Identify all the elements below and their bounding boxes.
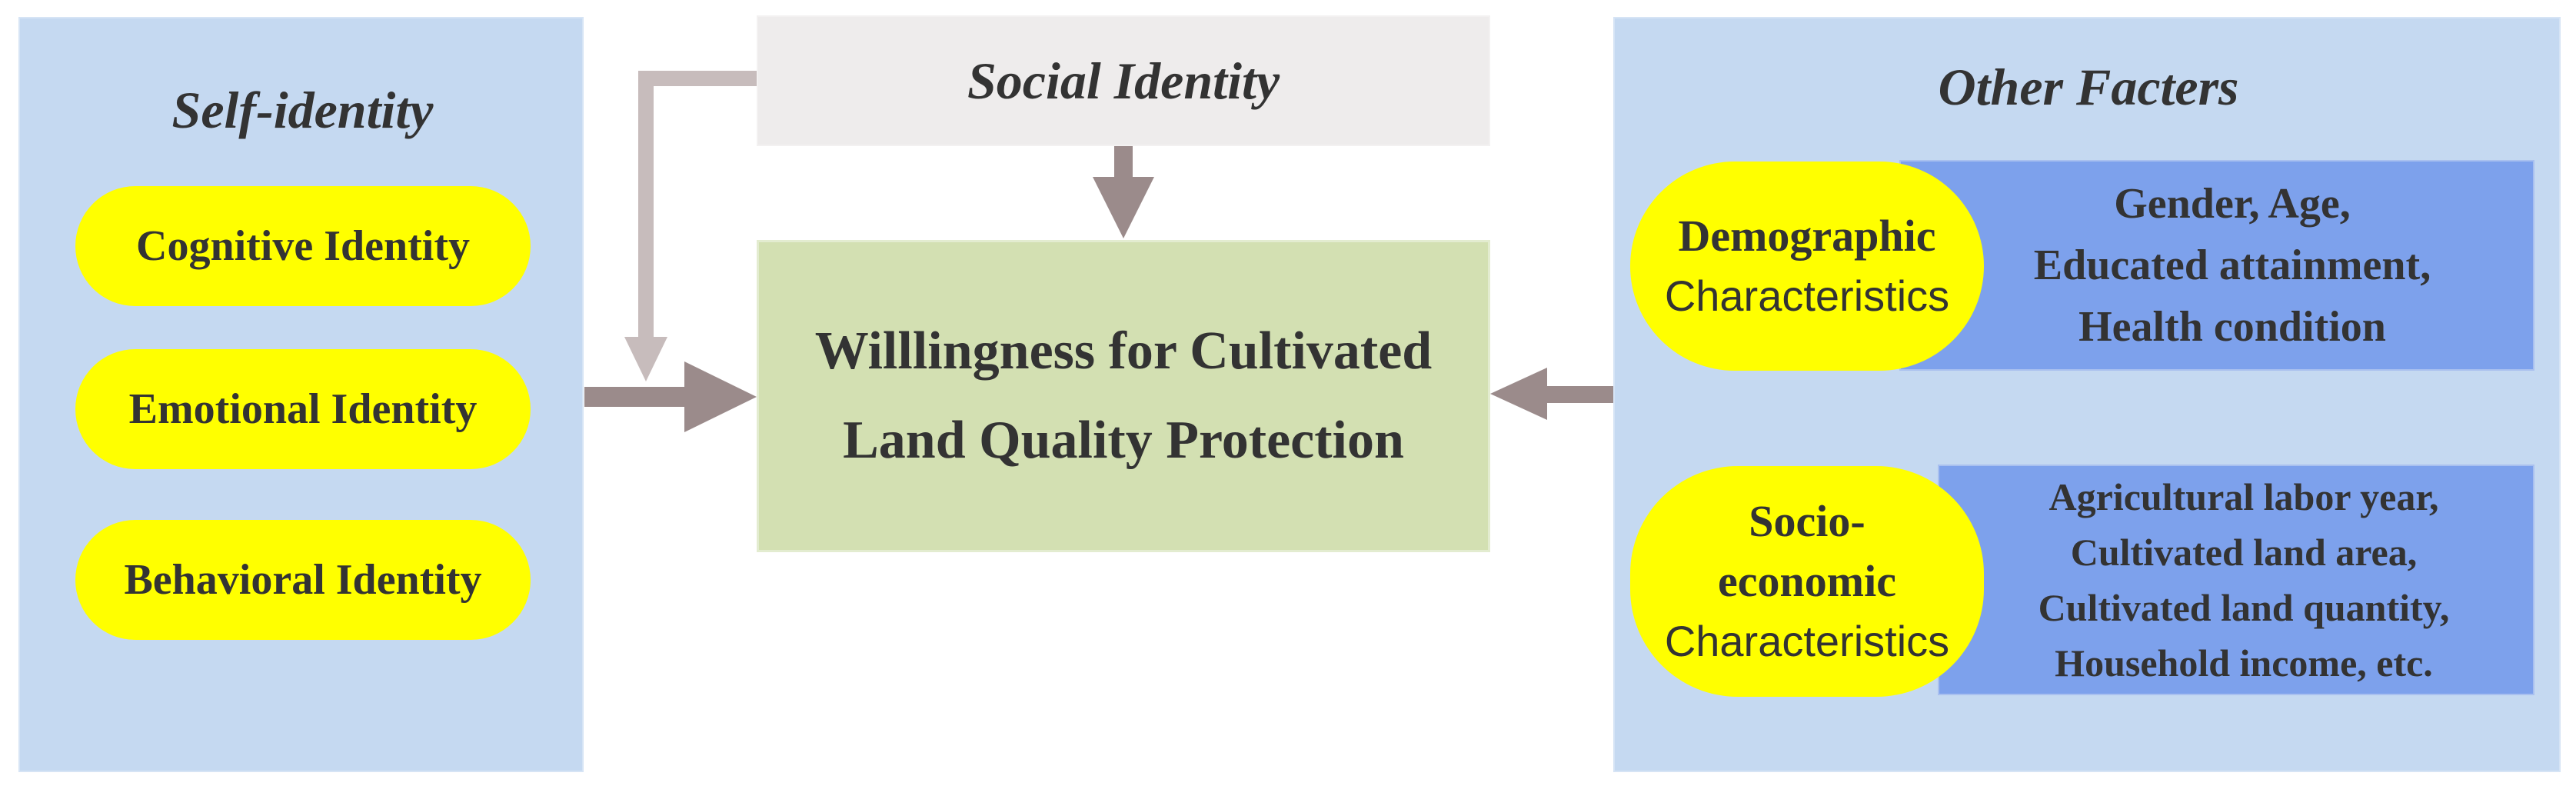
other-factors-title: Other Facters: [1938, 58, 2239, 116]
social-down-arrowhead: [1093, 177, 1154, 238]
social-to-left-connector: [638, 71, 757, 338]
social-identity-title: Social Identity: [967, 51, 1280, 110]
demographic-details-box: Gender, Age, Educated attainment, Health…: [1899, 160, 2534, 371]
outcome-box: Willlingness for Cultivated Land Quality…: [757, 240, 1490, 552]
demographic-characteristics-pill: Demographic Characteristics: [1630, 162, 1984, 371]
cognitive-identity-pill: Cognitive Identity: [75, 186, 531, 306]
social-down-arrow-shaft: [1114, 146, 1133, 178]
socioeconomic-detail-1: Agricultural labor year,: [2048, 475, 2439, 518]
socioeconomic-details-box: Agricultural labor year, Cultivated land…: [1938, 465, 2534, 695]
demographic-characteristics-label: Characteristics: [1664, 271, 1950, 320]
social-elbow-arrowhead: [624, 337, 667, 381]
self-identity-title: Self-identity: [171, 81, 434, 139]
self-identity-panel: Self-identity Cognitive Identity Emotion…: [18, 17, 584, 772]
socioeconomic-characteristics-label: Characteristics: [1664, 617, 1950, 665]
socioeconomic-label-2: economic: [1718, 556, 1896, 606]
other-factors-arrow-shaft: [1546, 386, 1613, 403]
demographic-label: Demographic: [1678, 211, 1936, 261]
demographic-detail-3: Health condition: [2078, 303, 2386, 351]
demographic-detail-2: Educated attainment,: [2033, 241, 2431, 289]
self-identity-arrow-shaft: [584, 387, 692, 407]
other-factors-panel: Other Facters Gender, Age, Educated atta…: [1613, 17, 2561, 772]
socioeconomic-detail-2: Cultivated land area,: [2070, 531, 2418, 574]
other-factors-arrowhead: [1490, 368, 1547, 420]
self-identity-arrowhead: [684, 361, 757, 432]
outcome-line-2: Land Quality Protection: [843, 411, 1404, 470]
demographic-detail-1: Gender, Age,: [2114, 180, 2351, 228]
outcome-line-1: Willlingness for Cultivated: [814, 321, 1433, 381]
emotional-identity-pill: Emotional Identity: [75, 349, 531, 469]
socioeconomic-characteristics-pill: Socio- economic Characteristics: [1630, 466, 1984, 697]
social-identity-box: Social Identity: [757, 15, 1490, 146]
socioeconomic-detail-4: Household income, etc.: [2055, 641, 2433, 684]
socioeconomic-label-1: Socio-: [1749, 496, 1865, 546]
socioeconomic-detail-3: Cultivated land quantity,: [2038, 586, 2450, 629]
behavioral-identity-pill: Behavioral Identity: [75, 520, 531, 640]
